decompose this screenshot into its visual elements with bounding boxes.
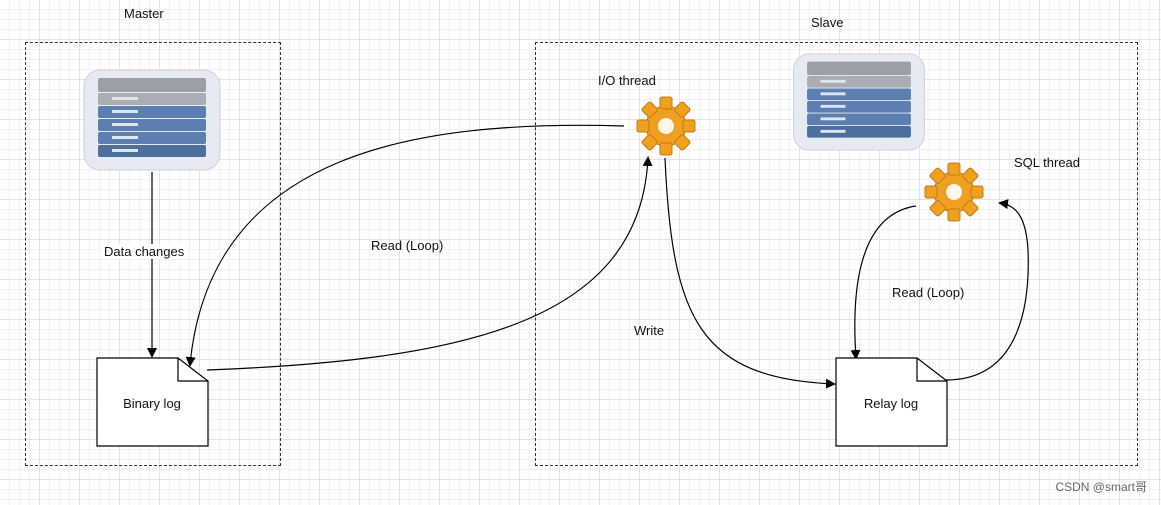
binary-log-label: Binary log	[123, 396, 181, 411]
relay-log-document-icon	[835, 357, 948, 447]
sql-thread-label: SQL thread	[1014, 155, 1081, 170]
sql-thread-gear-icon	[924, 162, 984, 222]
data-changes-label: Data changes	[102, 244, 187, 259]
io-thread-label: I/O thread	[598, 73, 656, 88]
sql-to-relay-arc	[850, 205, 917, 360]
slave-title: Slave	[811, 15, 844, 30]
io-to-binlog-arc	[185, 124, 625, 367]
relay-to-sql-arc	[945, 199, 1029, 381]
master-title: Master	[124, 6, 164, 21]
master-container	[25, 42, 281, 466]
binary-log-document-icon	[96, 357, 209, 447]
read-loop-relay-label: Read (Loop)	[892, 285, 965, 300]
io-to-relay-arc	[664, 157, 836, 389]
binlog-to-io-arc	[206, 156, 653, 371]
io-thread-gear-icon	[636, 96, 696, 156]
slave-server-rack-icon	[793, 53, 925, 151]
write-label: Write	[634, 323, 665, 338]
watermark: CSDN @smart哥	[1055, 480, 1147, 494]
read-loop-master-label: Read (Loop)	[371, 238, 444, 253]
slave-container	[535, 42, 1138, 466]
master-server-rack-icon	[83, 69, 221, 171]
relay-log-label: Relay log	[863, 396, 919, 411]
